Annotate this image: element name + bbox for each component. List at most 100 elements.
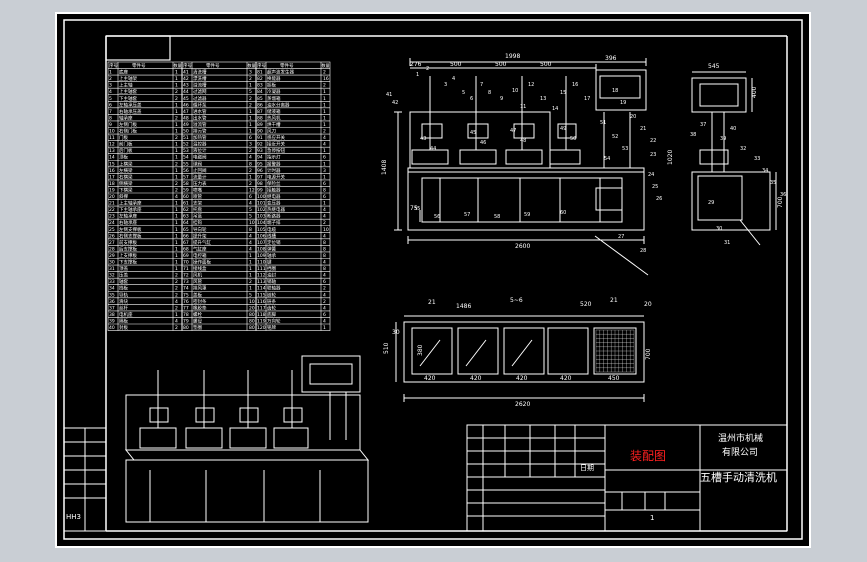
dim-top-tank-2: 420 <box>470 375 482 382</box>
callout-number: 32 <box>740 146 746 152</box>
table-row-qty: 1 <box>323 96 326 102</box>
table-row-part: 门板 <box>119 134 128 141</box>
callout-number: 59 <box>524 212 530 218</box>
table-row-part: 侧横梁 <box>119 180 133 187</box>
table-row-number: 118 <box>257 312 266 318</box>
table-row-part: 风管 <box>193 278 202 285</box>
callout-number: 8 <box>488 90 491 96</box>
table-header-part: 零件号 <box>280 62 294 69</box>
callout-number: 10 <box>512 88 518 94</box>
table-row-part: 气缸座 <box>193 245 207 252</box>
table-row-qty: 1 <box>175 83 178 89</box>
table-row-part: 键 <box>267 259 272 266</box>
table-row-qty: 4 <box>249 233 252 239</box>
callout-number: 16 <box>572 82 578 88</box>
callout-number: 46 <box>480 140 486 146</box>
callout-number: 43 <box>420 136 426 142</box>
table-row-qty: 6 <box>323 312 326 318</box>
table-row-part: 轴承 <box>267 252 276 259</box>
table-row-part: 左轴承压盖 <box>119 101 142 108</box>
table-row-number: 3 <box>109 83 112 89</box>
table-row-number: 87 <box>257 109 263 115</box>
table-row-number: 74 <box>183 286 189 292</box>
table-row-number: 24 <box>109 220 115 226</box>
callout-number: 34 <box>762 168 768 174</box>
table-row-part: 溢流管 <box>193 121 207 128</box>
callout-number: 49 <box>560 126 566 132</box>
table-row-number: 70 <box>183 260 189 266</box>
table-row-part: 继电器 <box>267 193 281 200</box>
callout-number: 57 <box>464 212 470 218</box>
callout-number: 56 <box>434 214 440 220</box>
table-row-qty: 4 <box>175 318 178 324</box>
table-row-part: 电机座 <box>119 311 133 318</box>
table-row-qty: 1 <box>323 109 326 115</box>
table-row-qty: 1 <box>323 102 326 108</box>
table-row-part: 加热管 <box>193 134 207 141</box>
table-row-number: 114 <box>257 286 266 292</box>
callout-number: 41 <box>386 92 392 98</box>
table-row-number: 23 <box>109 214 115 220</box>
dim-top-5: 20 <box>644 301 652 308</box>
callout-number: 2 <box>426 66 429 72</box>
callout-number: 33 <box>754 156 760 162</box>
table-row-part: 后门板 <box>119 147 133 154</box>
callout-number: 60 <box>560 210 566 216</box>
table-row-part: 保险丝 <box>267 180 281 187</box>
table-row-qty: 1 <box>249 83 252 89</box>
table-row-part: 烘干槽 <box>267 121 281 128</box>
table-row-part: 喷管 <box>193 193 202 200</box>
table-row-qty: 1 <box>175 246 178 252</box>
table-row-qty: 4 <box>323 292 326 298</box>
table-row-qty: 8 <box>323 187 326 193</box>
callout-number: 50 <box>570 136 576 142</box>
table-row-part: 上主轴套 <box>119 88 137 95</box>
table-row-qty: 1 <box>323 161 326 167</box>
table-row-qty: 1 <box>175 260 178 266</box>
table-row-number: 77 <box>183 305 189 311</box>
table-row-number: 99 <box>257 187 263 193</box>
table-row-number: 60 <box>183 194 189 200</box>
dim-top-right: 700 <box>645 348 652 360</box>
dim-front-total: 1998 <box>505 53 520 60</box>
table-row-qty: 2 <box>249 181 252 187</box>
table-header-qty: 数量 <box>248 62 256 68</box>
table-row-number: 65 <box>183 227 189 233</box>
table-row-part: 托盘 <box>193 206 202 213</box>
table-row-qty: 4 <box>323 273 326 279</box>
table-row-number: 10 <box>109 129 115 135</box>
table-row-qty: 1 <box>175 155 178 161</box>
dim-side-height-2: 1020 <box>667 150 674 165</box>
table-row-number: 59 <box>183 187 189 193</box>
left-edge-marks <box>63 427 107 532</box>
table-row-number: 15 <box>109 161 115 167</box>
table-row-number: 63 <box>183 214 189 220</box>
table-row-number: 61 <box>183 201 189 207</box>
callout-number: 17 <box>584 96 590 102</box>
table-row-part: 顶板 <box>119 154 128 161</box>
table-row-number: 44 <box>183 89 189 95</box>
callout-number: 6 <box>470 96 473 102</box>
table-row-qty: 2 <box>249 96 252 102</box>
table-row-qty: 1 <box>175 174 178 180</box>
table-row-part: 急停按钮 <box>267 147 285 154</box>
table-row-number: 46 <box>183 102 189 108</box>
table-row-qty: 4 <box>323 214 326 220</box>
table-row-part: 出水管 <box>193 114 207 121</box>
table-row-qty: 20 <box>249 305 255 311</box>
table-row-qty: 2 <box>175 292 178 298</box>
table-row-part: 联轴器 <box>267 285 281 292</box>
drawing-name: 装配图 <box>630 449 666 463</box>
table-row-number: 83 <box>257 83 263 89</box>
table-row-qty: 5 <box>249 89 252 95</box>
table-row-number: 57 <box>183 174 189 180</box>
table-row-number: 39 <box>109 318 115 324</box>
table-row-part: 弹簧 <box>267 245 276 252</box>
table-row-number: 71 <box>183 266 189 272</box>
dim-top-tank-1: 420 <box>424 375 436 382</box>
table-row-part: 断路器 <box>267 213 281 220</box>
table-row-number: 12 <box>109 142 115 148</box>
callout-number: 51 <box>600 120 606 126</box>
callout-number: 12 <box>528 82 534 88</box>
table-row-qty: 6 <box>323 279 326 285</box>
